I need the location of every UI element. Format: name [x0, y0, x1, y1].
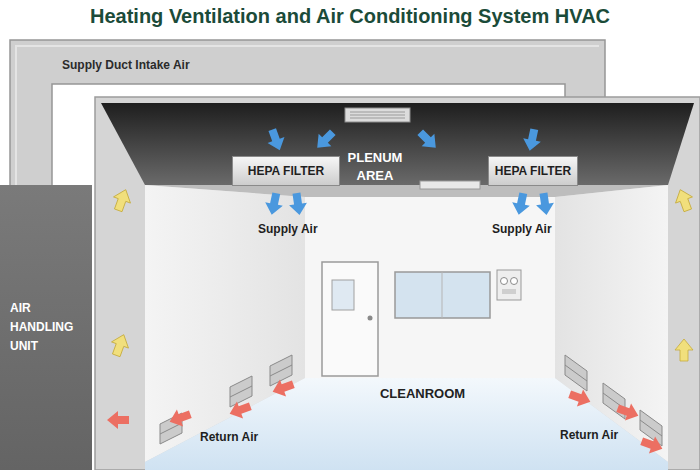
plenum-ceiling: [350, 115, 405, 116]
plenum-airflow-arrow: [264, 126, 543, 154]
supply-air-label: Supply Air: [258, 222, 318, 236]
supply-air-arrow: [263, 191, 556, 216]
return-air-arrow: [639, 433, 666, 457]
door: [322, 262, 378, 376]
return-grille: [160, 355, 662, 446]
plenum-airflow-arrow: [311, 126, 339, 154]
rising-air-arrow: [675, 339, 693, 361]
return-grille: [270, 365, 292, 376]
plenum-airflow-arrow: [414, 126, 442, 154]
return-grille: [230, 376, 252, 407]
node-text: HEPA FILTER: [248, 164, 324, 178]
plenum-region: PLENUM AREA: [335, 146, 415, 188]
rising-air-arrow: [108, 332, 132, 359]
door: [322, 262, 378, 376]
return-air-arrow: [107, 411, 129, 429]
node-text: HEPA FILTER: [495, 164, 571, 178]
hepa-filter-box: HEPA FILTER: [232, 156, 340, 186]
return-grille: [640, 420, 662, 436]
return-air-arrow: [615, 400, 642, 424]
supply-air-label: Supply Air: [492, 222, 552, 236]
supply-air-arrow: [263, 191, 285, 216]
return-grille: [230, 386, 252, 397]
building-shell: [95, 97, 700, 470]
cleanroom-walls: [145, 378, 668, 470]
return-grille: [270, 355, 292, 386]
return-grille: [565, 355, 587, 391]
plenum-ceiling: [350, 118, 405, 119]
hepa-filter-box: HEPA FILTER: [488, 156, 578, 186]
control-panel: [497, 270, 521, 300]
return-air-label: Return Air: [200, 430, 258, 444]
plenum-ceiling: [101, 103, 694, 185]
return-air-label: Return Air: [560, 428, 618, 442]
diagram-title: Heating Ventilation and Air Conditioning…: [0, 5, 700, 28]
control-panel: [497, 270, 521, 300]
node-text: Supply Duct Intake Air: [62, 58, 190, 72]
window: [395, 272, 490, 318]
plenum-ceiling: [350, 112, 405, 113]
return-air-arrow: [167, 406, 194, 430]
return-grille: [565, 365, 587, 381]
return-air-arrow: [270, 376, 297, 400]
cleanroom-walls: [145, 181, 668, 470]
rising-air-arrow: [672, 187, 696, 214]
supply-air-arrow: [535, 192, 556, 216]
node-text: AIR HANDLING UNIT: [10, 299, 82, 357]
plenum-ceiling: [101, 103, 694, 185]
supply-air-arrow: [288, 192, 309, 216]
supply-air-arrow: [510, 191, 532, 216]
cleanroom-walls: [305, 197, 555, 378]
control-panel: [511, 278, 518, 285]
cleanroom-walls: [420, 181, 480, 189]
return-air-arrow: [107, 376, 665, 457]
cleanroom-region: CLEANROOM: [365, 382, 480, 404]
return-air-arrow: [567, 386, 594, 410]
window: [442, 272, 443, 318]
door: [332, 280, 354, 310]
node-text: CLEANROOM: [380, 386, 465, 401]
door: [368, 316, 373, 321]
control-panel: [501, 278, 508, 285]
return-air-arrow: [227, 398, 254, 422]
rising-air-arrow: [110, 187, 134, 214]
node-text: PLENUM AREA: [335, 149, 415, 184]
building-shell: [95, 97, 700, 470]
control-panel: [502, 289, 516, 294]
plenum-airflow-arrow: [264, 127, 288, 154]
window: [395, 272, 490, 318]
plenum-airflow-arrow: [521, 127, 543, 152]
duct-label-box: Supply Duct Intake Air: [58, 50, 258, 80]
plenum-ceiling: [345, 108, 410, 122]
air-handling-unit: AIR HANDLING UNIT: [0, 185, 92, 470]
rising-air-arrow: [108, 187, 696, 361]
